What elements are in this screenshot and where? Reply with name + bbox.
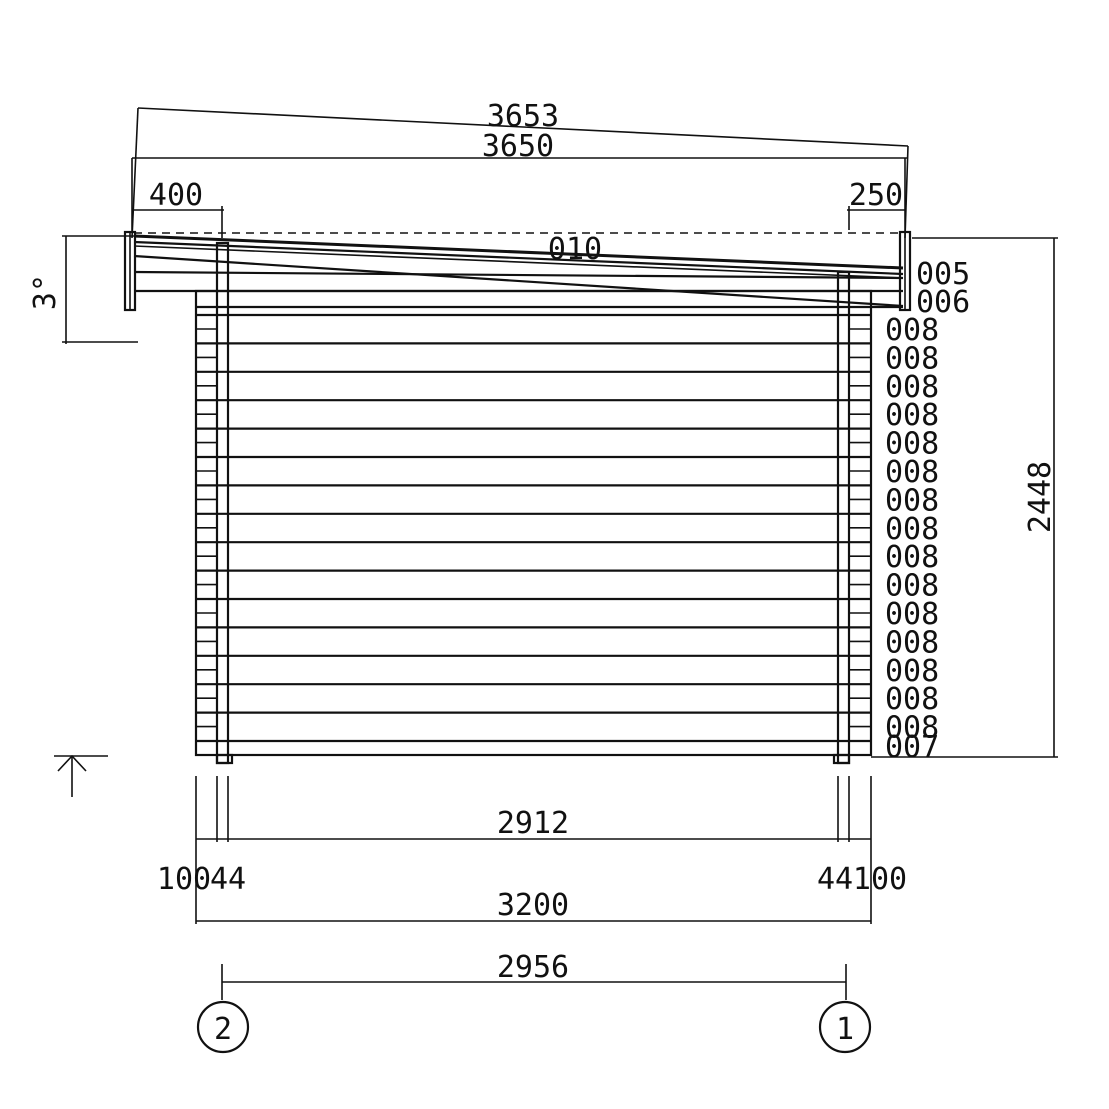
roof-slope-label: 3653 (487, 99, 559, 134)
roof-board-label: 010 (548, 232, 602, 267)
wall-log-labels: 0080080080080080080080080080080080080080… (885, 313, 939, 746)
axis-marker-right (818, 1000, 872, 1054)
roof-board-bottom (133, 240, 904, 276)
wall-log-label: 008 (885, 569, 939, 604)
roof-angle-dimension: 3° (28, 235, 138, 344)
corner-post-right (836, 270, 851, 765)
roof-board-underside (133, 245, 904, 279)
part-labels: 005 006 00800800800800800800800800800800… (885, 257, 970, 765)
top-log-label: 006 (916, 285, 970, 320)
wall-log-label: 008 (885, 313, 939, 348)
wall-log-label: 008 (885, 682, 939, 717)
wall-log-label: 008 (885, 597, 939, 632)
axis-marker-left (196, 1000, 250, 1054)
section-arrow-head (57, 754, 87, 772)
roof-bearer-line (133, 270, 904, 280)
wall-log-label: 008 (885, 455, 939, 490)
wall-log-label: 008 (885, 370, 939, 405)
overhang-right-label: 250 (849, 178, 903, 213)
axis-right-label: 1 (836, 1012, 854, 1047)
axis-left-label: 2 (214, 1012, 232, 1047)
wall-log-label: 008 (885, 654, 939, 689)
roof-length-label: 3650 (482, 129, 554, 164)
wall-log-label: 008 (885, 341, 939, 376)
roof-angle-label: 3° (28, 274, 63, 310)
dim-line-roof-slope (137, 107, 909, 147)
inner-width-label: 2912 (497, 806, 569, 841)
axis-markers: 2 1 (196, 1000, 872, 1054)
wall-assembly (194, 241, 873, 765)
wall-log-label: 008 (885, 427, 939, 462)
wall-log-label: 008 (885, 483, 939, 518)
bottom-dimensions: 2912 100 44 44 100 3200 2956 (157, 776, 907, 1000)
roof-assembly: 010 (123, 230, 912, 312)
right-post-label: 44 (817, 862, 853, 897)
total-height-label: 2448 (1023, 461, 1058, 533)
overhang-left-label: 400 (149, 178, 203, 213)
roof-dimensions: 3653 3650 400 250 (131, 99, 909, 239)
roof-board-top (133, 234, 904, 270)
bottom-log-label: 007 (885, 730, 939, 765)
left-post-label: 44 (210, 862, 246, 897)
axis-distance-label: 2956 (497, 950, 569, 985)
outer-width-label: 3200 (497, 888, 569, 923)
dim-ext-roof-slope-left (131, 107, 139, 239)
wall-log-label: 008 (885, 540, 939, 575)
post-foot-right (832, 753, 851, 765)
section-arrow (54, 754, 108, 797)
post-foot-left (215, 753, 234, 765)
wall-log-label: 008 (885, 398, 939, 433)
fascia-label: 005 (916, 257, 970, 292)
wall-log-label: 008 (885, 512, 939, 547)
right-wall-label: 100 (853, 862, 907, 897)
wall-logs (196, 313, 871, 756)
wall-log-label: 008 (885, 711, 939, 746)
roof-rafter-line (133, 254, 904, 308)
height-dimension: 2448 (871, 237, 1058, 758)
wall-outline (194, 289, 873, 757)
left-wall-label: 100 (157, 862, 211, 897)
wall-log-label: 008 (885, 625, 939, 660)
